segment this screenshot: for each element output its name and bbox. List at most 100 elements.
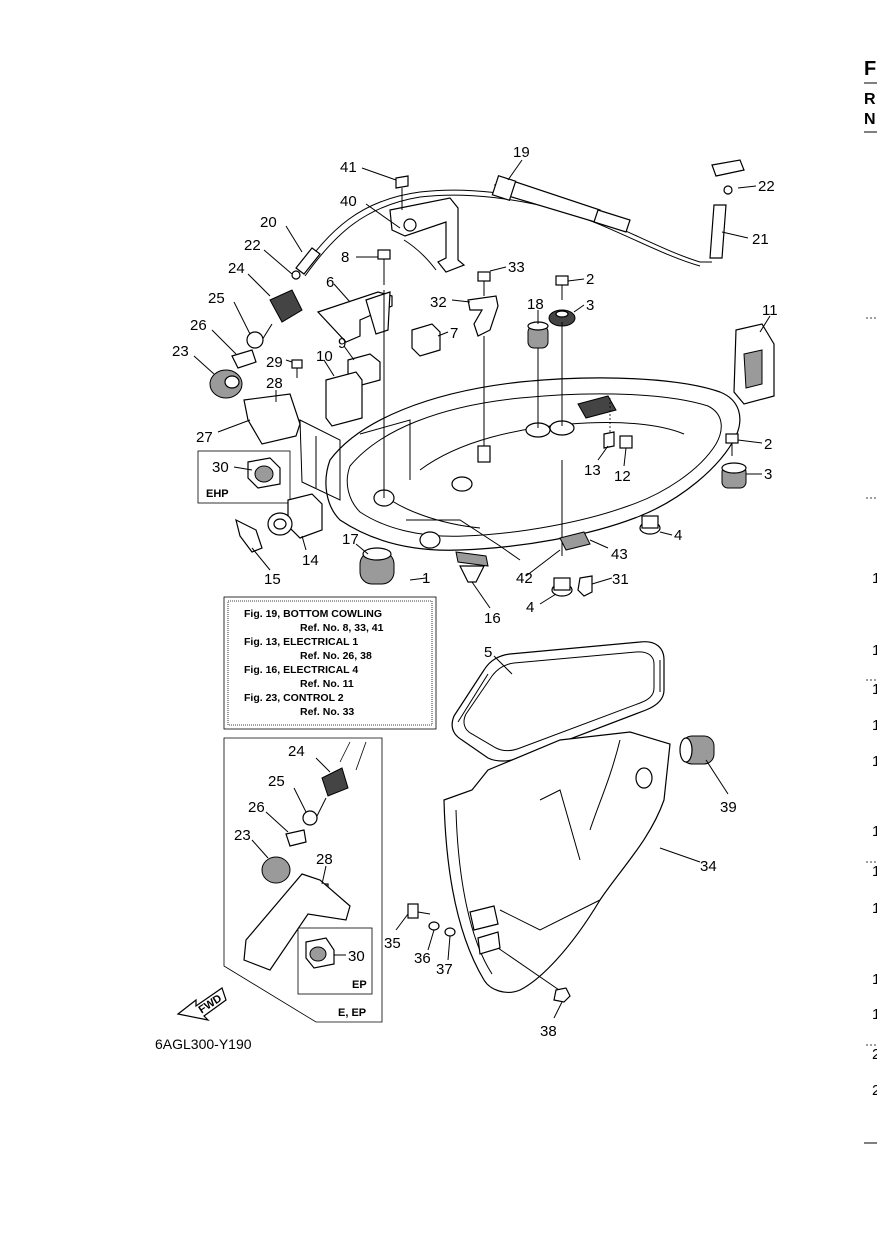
callout-25: 25 — [268, 773, 285, 790]
callout-12: 12 — [614, 468, 631, 485]
callout-33: 33 — [508, 259, 525, 276]
callout-38: 38 — [540, 1023, 557, 1040]
callout-41: 41 — [340, 159, 357, 176]
callout-13: 13 — [584, 462, 601, 479]
edge-number: 1 — [872, 570, 877, 587]
callout-40: 40 — [340, 193, 357, 210]
callout-2: 2 — [764, 436, 772, 453]
callout-3: 3 — [764, 466, 772, 483]
ref-no-23: Ref. No. 33 — [300, 706, 354, 718]
ref-no-19: Ref. No. 8, 33, 41 — [300, 622, 384, 634]
callout-5: 5 — [484, 644, 492, 661]
ref-fig-13: Fig. 13, ELECTRICAL 1 — [244, 636, 358, 648]
edge-number: 1 — [872, 900, 877, 917]
callout-28: 28 — [316, 851, 333, 868]
edge-number: 1 — [872, 863, 877, 880]
edge-number: 1 — [872, 717, 877, 734]
edge-number: 1 — [872, 823, 877, 840]
callout-4: 4 — [674, 527, 682, 544]
ehp-tag: EHP — [206, 488, 229, 500]
grommets-14-15 — [235, 493, 323, 553]
lower-cowling-34 — [443, 731, 671, 993]
callout-23: 23 — [234, 827, 251, 844]
ehp-box — [197, 450, 291, 504]
ep-tag: EP — [352, 979, 367, 991]
edge-number: 1 — [872, 681, 877, 698]
callout-24: 24 — [228, 260, 245, 277]
ref-no-16: Ref. No. 11 — [300, 678, 354, 690]
callout-25: 25 — [208, 290, 225, 307]
callout-19: 19 — [513, 144, 530, 161]
edge-number: 1 — [872, 642, 877, 659]
callout-14: 14 — [302, 552, 319, 569]
edge-letter: F — [864, 58, 876, 80]
callout-23: 23 — [172, 343, 189, 360]
clip-32 — [467, 271, 499, 337]
right-hardware — [455, 398, 747, 597]
callout-18: 18 — [527, 296, 544, 313]
callout-27: 27 — [196, 429, 213, 446]
callout-3: 3 — [586, 297, 594, 314]
reference-box — [223, 596, 437, 730]
modules-9-10 — [325, 353, 381, 427]
edge-letter: N — [864, 111, 876, 128]
callout-20: 20 — [260, 214, 277, 231]
right-edge-column: F R N 1 1 1 1 1 1 1 1 1 1 2 2 — [864, 58, 877, 1144]
callout-8: 8 — [341, 249, 349, 266]
callout-34: 34 — [700, 858, 717, 875]
ref-fig-16: Fig. 16, ELECTRICAL 4 — [244, 664, 358, 676]
callout-4: 4 — [526, 599, 534, 616]
callout-26: 26 — [190, 317, 207, 334]
gasket-5 — [451, 641, 665, 762]
edge-number: 1 — [872, 971, 877, 988]
bottom-cowling-tray — [299, 290, 741, 561]
cable-assembly — [291, 159, 745, 280]
edge-letter: R — [864, 91, 876, 108]
callout-29: 29 — [266, 354, 283, 371]
e-ep-tag: E, EP — [338, 1007, 366, 1019]
callout-22: 22 — [244, 237, 261, 254]
callout-31: 31 — [612, 571, 629, 588]
callout-16: 16 — [484, 610, 501, 627]
callout-7: 7 — [450, 325, 458, 342]
ref-fig-19: Fig. 19, BOTTOM COWLING — [244, 608, 382, 620]
callout-30: 30 — [212, 459, 229, 476]
callout-24: 24 — [288, 743, 305, 760]
ref-fig-23: Fig. 23, CONTROL 2 — [244, 692, 344, 704]
bolts-35-38 — [407, 903, 571, 1003]
e-ep-box — [223, 737, 383, 1023]
edge-number: 2 — [872, 1082, 877, 1099]
callout-42: 42 — [516, 570, 533, 587]
diagram-code: 6AGL300-Y190 — [155, 1036, 252, 1052]
clip-7 — [411, 323, 441, 357]
grommet-17 — [359, 547, 395, 585]
left-mounts — [209, 289, 303, 445]
callout-32: 32 — [430, 294, 447, 311]
callout-15: 15 — [264, 571, 281, 588]
reference-box-text: Fig. 19, BOTTOM COWLING Ref. No. 8, 33, … — [244, 608, 384, 718]
leader-lines — [193, 159, 771, 1019]
callout-36: 36 — [414, 950, 431, 967]
callout-1: 1 — [422, 570, 430, 587]
edge-number: 2 — [872, 1046, 877, 1063]
callout-17: 17 — [342, 531, 359, 548]
fwd-arrow-icon — [176, 987, 227, 1021]
bracket-40 — [389, 175, 466, 273]
callout-30: 30 — [348, 948, 365, 965]
edge-number: 1 — [872, 1006, 877, 1023]
callout-22: 22 — [758, 178, 775, 195]
edge-number: 1 — [872, 753, 877, 770]
grommet-39 — [679, 735, 715, 765]
callout-37: 37 — [436, 961, 453, 978]
callout-labels: 41 19 22 40 20 21 22 8 33 24 6 2 25 32 1… — [172, 144, 778, 1040]
callout-26: 26 — [248, 799, 265, 816]
callout-6: 6 — [326, 274, 334, 291]
ref-no-13: Ref. No. 26, 38 — [300, 650, 372, 662]
callout-35: 35 — [384, 935, 401, 952]
callout-39: 39 — [720, 799, 737, 816]
callout-28: 28 — [266, 375, 283, 392]
callout-2: 2 — [586, 271, 594, 288]
callout-21: 21 — [752, 231, 769, 248]
callout-11: 11 — [762, 302, 778, 319]
